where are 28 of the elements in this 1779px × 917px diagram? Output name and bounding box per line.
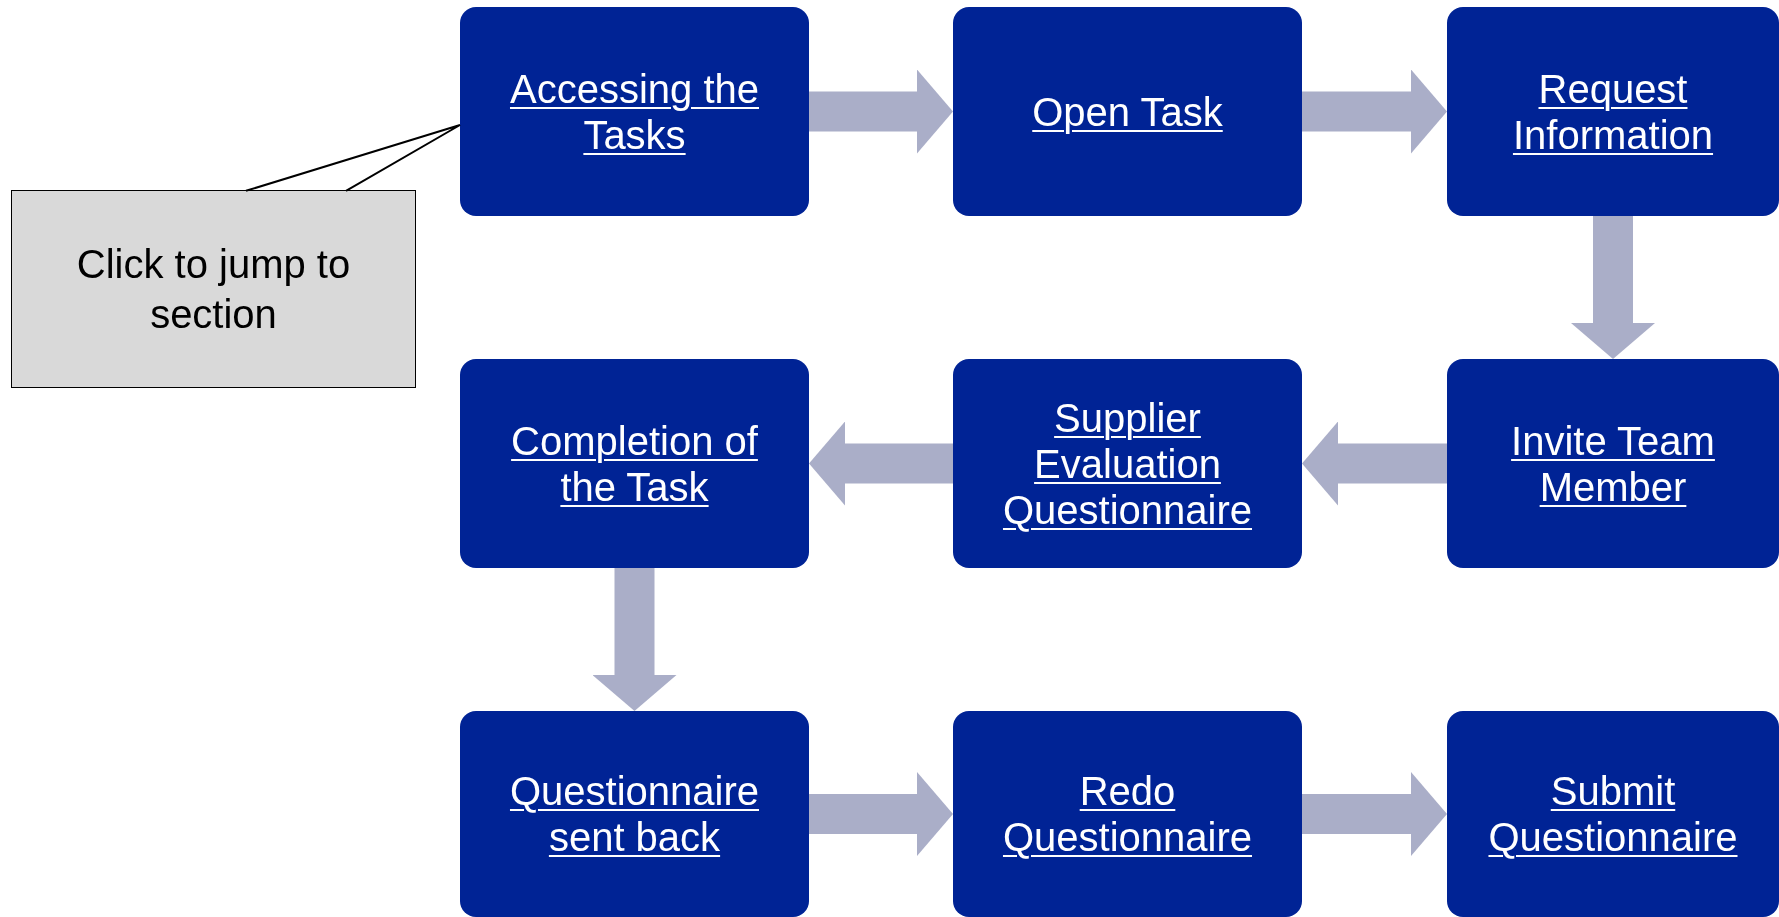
process-box bbox=[1447, 711, 1779, 917]
process-box bbox=[1447, 7, 1779, 216]
callout-box bbox=[11, 190, 416, 388]
section-link: Open Task bbox=[1032, 88, 1223, 135]
block-arrow bbox=[809, 772, 953, 856]
section-link: Invite Team Member bbox=[1510, 417, 1716, 510]
section-link: Completion of the Task bbox=[510, 417, 759, 510]
section-link: Redo Questionnaire bbox=[1001, 768, 1253, 860]
block-arrow bbox=[809, 421, 953, 506]
process-box bbox=[460, 359, 809, 568]
block-arrow bbox=[1302, 69, 1447, 154]
block-arrow bbox=[592, 568, 677, 711]
process-box bbox=[460, 711, 809, 917]
process-box bbox=[953, 711, 1302, 917]
section-link: Questionnaire sent back bbox=[508, 768, 760, 860]
callout-text: Click to jump to section bbox=[75, 241, 352, 338]
process-box bbox=[1447, 359, 1779, 568]
process-box bbox=[953, 7, 1302, 216]
section-link: Request Information bbox=[1511, 65, 1715, 158]
section-link: Supplier Evaluation Questionnaire bbox=[1001, 394, 1253, 533]
block-arrow bbox=[1571, 216, 1655, 359]
process-box bbox=[953, 359, 1302, 568]
block-arrow bbox=[1302, 772, 1447, 856]
section-link: Accessing the Tasks bbox=[509, 65, 760, 158]
process-box bbox=[460, 7, 809, 216]
section-link: Submit Questionnaire bbox=[1487, 768, 1739, 860]
block-arrow bbox=[1302, 421, 1447, 506]
block-arrow bbox=[809, 69, 953, 154]
